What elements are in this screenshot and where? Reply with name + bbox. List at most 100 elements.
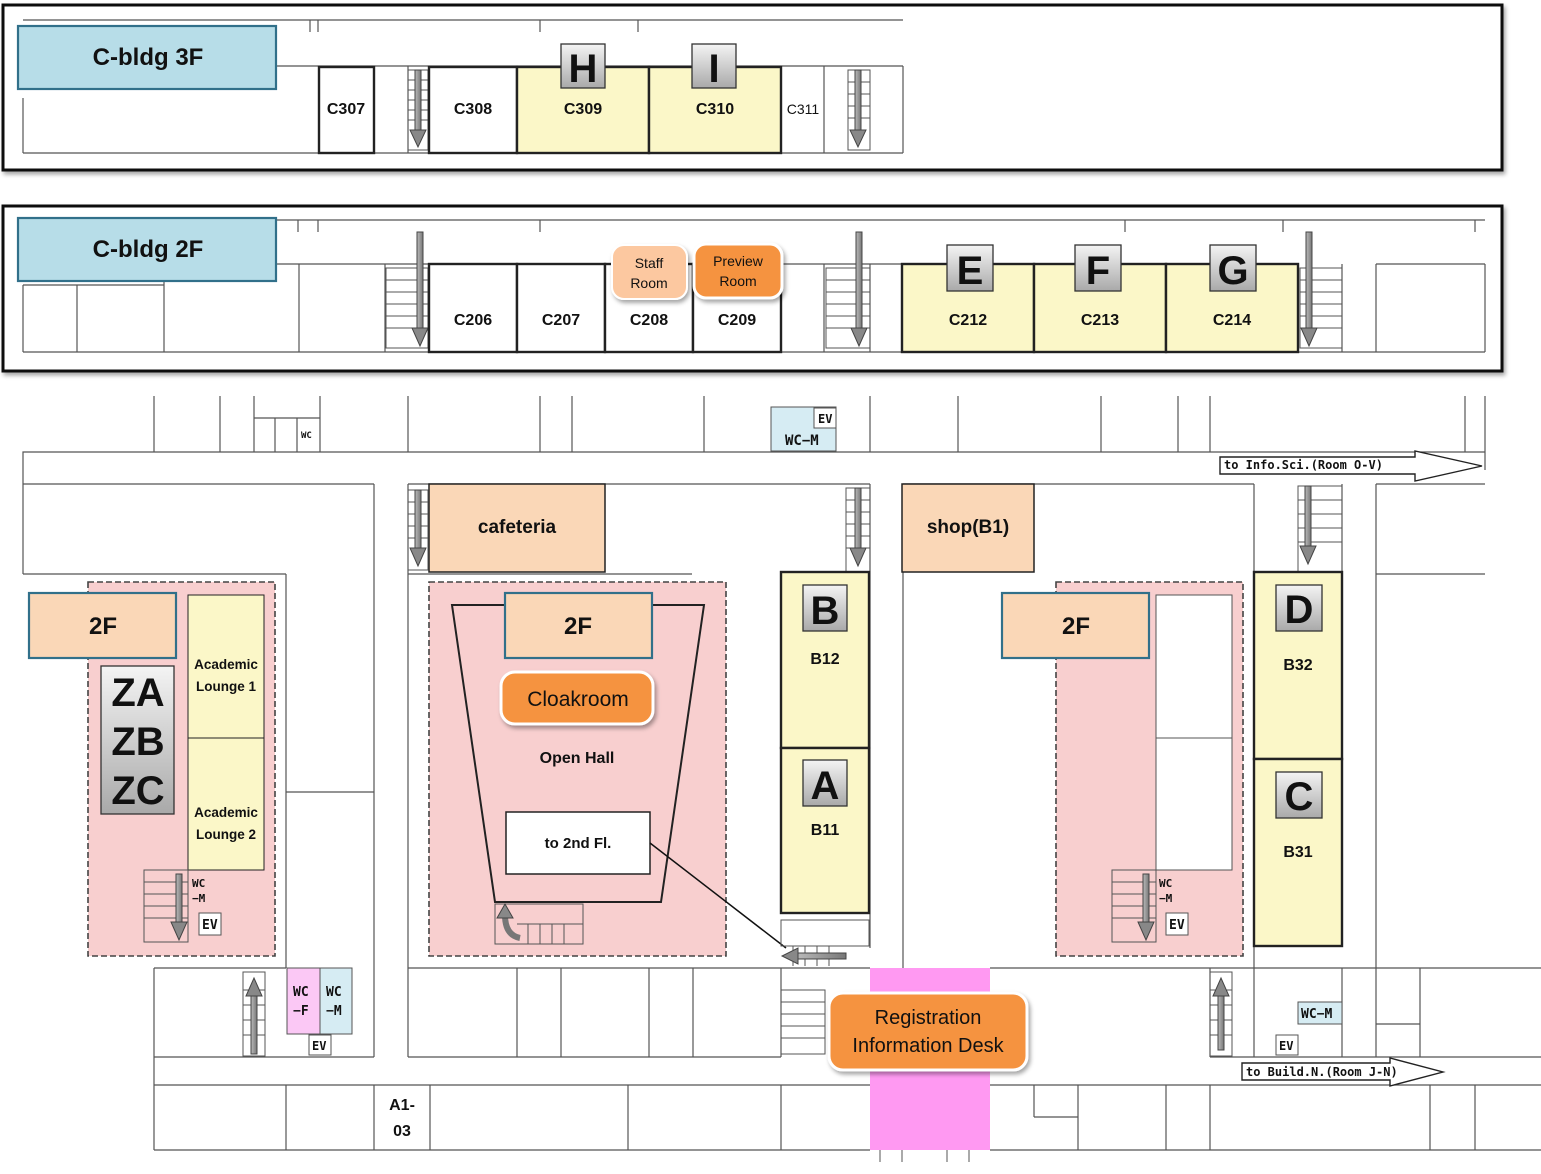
academic-lounge-2[interactable] <box>187 737 265 871</box>
room-b11-label: B11 <box>811 822 840 839</box>
wc-left-2f-1: WC <box>192 877 205 890</box>
session-b-badge[interactable] <box>802 584 848 632</box>
session-e-letter: E <box>957 249 984 293</box>
floor-2f-title-box <box>16 216 278 283</box>
session-g-badge[interactable] <box>1209 244 1257 292</box>
room-c214[interactable] <box>1164 262 1300 354</box>
registration-desk-button[interactable] <box>827 991 1029 1072</box>
floor-2f-panel: C206 C207 C208 C209 Staff Room Preview R… <box>1 204 1504 373</box>
stairs-ground-d <box>1297 485 1343 573</box>
stairs-left-2f <box>143 869 189 943</box>
session-zb-letter: ZB <box>111 720 164 764</box>
session-c-badge[interactable] <box>1275 771 1323 819</box>
session-e-badge[interactable] <box>946 244 994 292</box>
registration-line1: Registration <box>875 1007 982 1029</box>
ground-floor: to Info.Sci.(Room O-V) to Build.N.(Room … <box>22 396 1541 1162</box>
session-a-letter: A <box>811 764 840 808</box>
wc-m-ll-label-1: WC <box>326 985 342 1000</box>
session-za-zb-zc-badge[interactable] <box>100 665 175 815</box>
room-c307 <box>317 65 376 155</box>
room-c207 <box>515 262 607 354</box>
stairs-lower-left <box>242 971 266 1057</box>
stairs-ground-b12 <box>845 487 871 573</box>
wc-m-lower-right-label: WC−M <box>1301 1007 1332 1022</box>
session-i-badge[interactable] <box>691 43 737 89</box>
room-c308-label: C308 <box>454 101 492 118</box>
session-f-letter: F <box>1086 249 1110 293</box>
registration-line2: Information Desk <box>852 1035 1004 1057</box>
wc-m-ll-label-2: −M <box>326 1004 342 1019</box>
wc-m-lower-right[interactable] <box>1297 1001 1343 1025</box>
floor-3f-title-box <box>16 24 278 91</box>
right-room-upper <box>1155 594 1233 739</box>
staff-room-button[interactable] <box>611 244 688 300</box>
ev-lower-right-box[interactable] <box>1275 1034 1299 1056</box>
room-c311-label: C311 <box>787 101 820 117</box>
stairs-open-hall <box>494 902 584 945</box>
cloakroom-label: Cloakroom <box>527 688 629 711</box>
cafeteria-area[interactable] <box>428 483 606 573</box>
session-d-badge[interactable] <box>1275 584 1323 632</box>
stairs-3f-left <box>407 69 429 151</box>
center-2f-label: 2F <box>564 613 592 640</box>
session-za-letter: ZA <box>111 671 164 715</box>
ev-lower-right-label: EV <box>1279 1039 1293 1053</box>
to-info-sci-label: to Info.Sci.(Room O-V) <box>1224 458 1383 472</box>
ev-right-2f-label: EV <box>1169 918 1185 933</box>
session-d-letter: D <box>1285 588 1314 632</box>
room-c309-label: C309 <box>564 101 602 118</box>
session-f-badge[interactable] <box>1074 244 1122 292</box>
left-2f-label: 2F <box>89 613 117 640</box>
ev-lower-left-label: EV <box>312 1039 326 1053</box>
academic-lounge-1-line1: Academic <box>194 657 258 672</box>
to-build-n-arrow[interactable] <box>1241 1057 1446 1087</box>
left-2f-label-box <box>27 591 178 660</box>
ev-left-2f-box[interactable] <box>198 912 222 936</box>
room-c214-label: C214 <box>1213 312 1251 329</box>
right-2f-label: 2F <box>1062 613 1090 640</box>
session-zc-letter: ZC <box>111 769 164 813</box>
room-c307-label: C307 <box>327 101 365 118</box>
cloakroom-button[interactable] <box>499 670 655 726</box>
room-a103-line1: A1- <box>389 1097 415 1114</box>
ev-left-2f-label: EV <box>202 918 218 933</box>
ev-lower-left-box[interactable] <box>308 1034 332 1056</box>
wc-m-top-label: WC−M <box>785 433 819 449</box>
to-build-n-label: to Build.N.(Room J-N) <box>1246 1065 1398 1079</box>
session-g-letter: G <box>1217 249 1248 293</box>
center-2f-label-box <box>503 591 654 660</box>
to-2nd-floor-label: to 2nd Fl. <box>545 835 612 852</box>
stairs-right-2f <box>1111 869 1157 943</box>
room-c206 <box>427 262 519 354</box>
session-c-letter: C <box>1285 775 1314 819</box>
stairs-2f-right <box>1299 231 1343 349</box>
wc-right-2f-2: −M <box>1159 892 1173 905</box>
academic-lounge-2-line1: Academic <box>194 805 258 820</box>
session-h-badge[interactable] <box>560 43 606 89</box>
ev-top-label: EV <box>818 412 832 426</box>
room-c207-label: C207 <box>542 312 580 329</box>
room-b32-label: B32 <box>1283 657 1312 674</box>
open-hall-label: Open Hall <box>540 750 615 767</box>
preview-room-label-1: Preview <box>713 253 764 269</box>
room-a103-line2: 03 <box>393 1123 411 1140</box>
ev-right-2f-box[interactable] <box>1165 912 1189 936</box>
cafeteria-label: cafeteria <box>478 517 557 538</box>
wc-top-left: WC <box>301 431 312 441</box>
floor-2f-title: C-bldg 2F <box>93 236 204 263</box>
room-c209-label: C209 <box>718 312 756 329</box>
wc-m-lower-left[interactable] <box>319 967 353 1035</box>
shop-area[interactable] <box>901 483 1035 573</box>
ev-top-box[interactable] <box>813 407 837 429</box>
room-c208-label: C208 <box>630 312 668 329</box>
wc-f-label-1: WC <box>293 985 309 1000</box>
wc-f-lower-left[interactable] <box>286 967 321 1035</box>
session-h-letter: H <box>569 47 598 91</box>
academic-lounge-1[interactable] <box>187 594 265 739</box>
floor-3f-title: C-bldg 3F <box>93 44 204 71</box>
to-info-sci-arrow[interactable] <box>1219 450 1483 482</box>
to-2nd-floor-box[interactable] <box>505 811 651 875</box>
session-a-badge[interactable] <box>802 759 848 807</box>
preview-room-button[interactable] <box>692 242 784 300</box>
